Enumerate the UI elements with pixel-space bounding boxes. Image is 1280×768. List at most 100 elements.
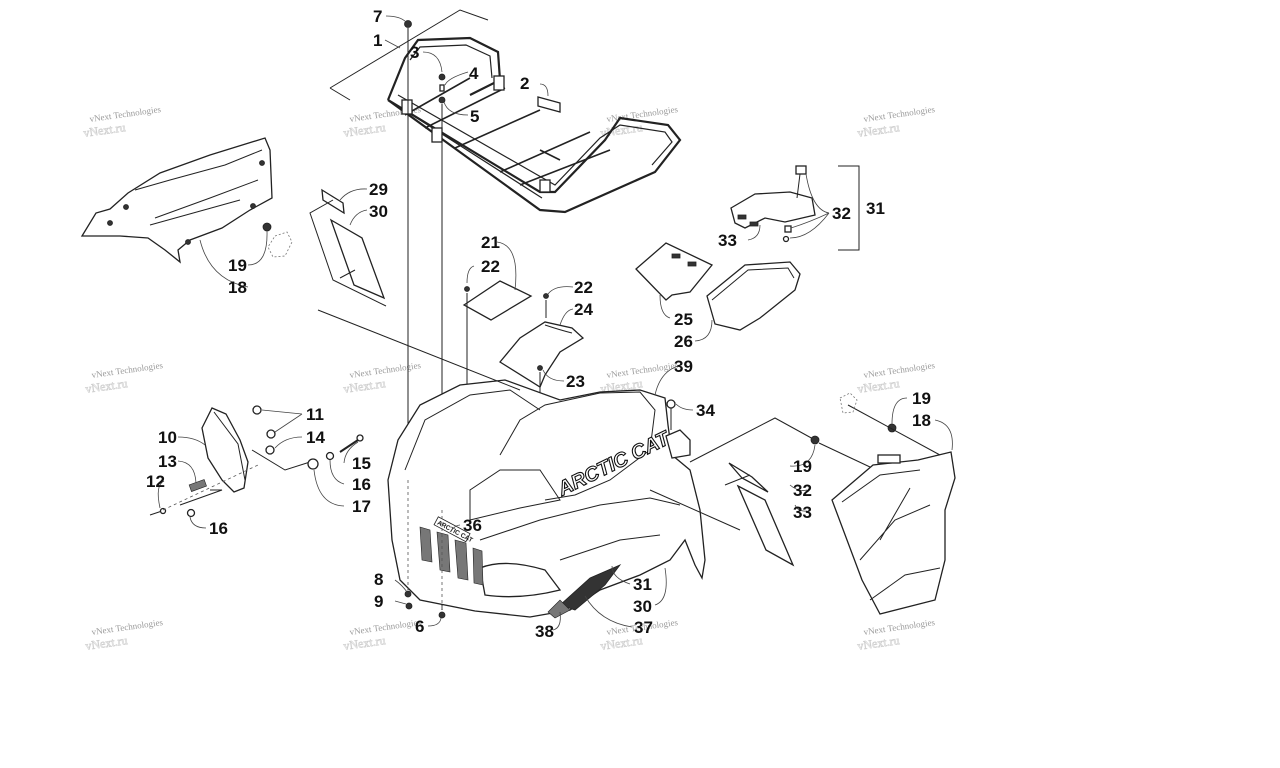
grommet-14[interactable]	[265, 445, 275, 455]
callout-18[interactable]: 18	[228, 278, 247, 297]
watermark-text: vNext Technologies	[349, 617, 422, 637]
callout-8[interactable]: 8	[374, 570, 383, 589]
callout-19[interactable]: 19	[912, 389, 931, 408]
bulb-11[interactable]	[252, 405, 276, 439]
key-27	[795, 165, 807, 175]
grommet-19-left[interactable]	[262, 222, 293, 258]
headlight-left	[479, 562, 562, 598]
storage-lid-assembly-26[interactable]	[730, 165, 816, 243]
callout-6[interactable]: 6	[415, 617, 424, 636]
callout-30[interactable]: 30	[633, 597, 652, 616]
washer-16-right[interactable]	[325, 451, 335, 461]
bolt-15[interactable]	[339, 434, 364, 453]
callout-38[interactable]: 38	[535, 622, 554, 641]
decal-set-32-33[interactable]	[649, 417, 816, 567]
callout-17[interactable]: 17	[352, 497, 371, 516]
latch	[737, 214, 747, 220]
callout-22[interactable]: 23	[566, 372, 585, 391]
callout-15[interactable]: 15	[352, 454, 371, 473]
leader-lines	[157, 15, 953, 631]
plug-29[interactable]	[666, 399, 676, 409]
lamp-10-lens-edge	[213, 411, 246, 481]
callout-20[interactable]: 21	[481, 233, 500, 252]
callout-28[interactable]: 33	[718, 231, 737, 250]
decal-set-34-35[interactable]	[309, 188, 387, 307]
callout-26[interactable]: 31	[866, 199, 885, 218]
watermark-text: vNext.ru	[342, 120, 386, 140]
storage-lid-24[interactable]	[635, 242, 714, 301]
right-side-panel-body	[831, 451, 956, 615]
bolt-head	[356, 434, 364, 442]
screw	[464, 286, 470, 292]
right-side-panel[interactable]	[831, 451, 956, 615]
callout-22[interactable]: 22	[574, 278, 593, 297]
callout-21[interactable]: 22	[481, 257, 500, 276]
callout-1[interactable]: 1	[373, 31, 382, 50]
callout-29[interactable]: 34	[696, 401, 715, 420]
panel-tab	[877, 454, 901, 464]
callout-23[interactable]: 24	[574, 300, 593, 319]
watermark: vNext Technologies vNext.ru	[84, 360, 164, 396]
cover-panel-20[interactable]	[462, 280, 533, 321]
front-body-panel[interactable]: ARCTIC CAT ARCTIC CAT	[387, 379, 706, 619]
watermark-text: vNext.ru	[856, 120, 900, 140]
callout-10[interactable]: 10	[158, 428, 177, 447]
callout-27[interactable]: 32	[832, 204, 851, 223]
callout-14[interactable]: 14	[306, 428, 325, 447]
callout-32[interactable]: 32	[793, 481, 812, 500]
callout-33[interactable]: 33	[793, 503, 812, 522]
callout-35[interactable]: 30	[369, 202, 388, 221]
watermark-text: vNext Technologies	[349, 360, 422, 380]
callout-19[interactable]: 19	[793, 457, 812, 476]
callout-5[interactable]: 5	[470, 107, 479, 126]
storage-box-25[interactable]	[706, 261, 801, 331]
decal-2[interactable]	[537, 96, 561, 113]
callout-39[interactable]: 39	[674, 357, 693, 376]
watermark-text: vNext Technologies	[89, 104, 162, 124]
left-side-panel[interactable]	[80, 137, 273, 264]
nut-6[interactable]	[438, 611, 446, 619]
grille-slot	[472, 547, 484, 586]
screw	[537, 365, 543, 371]
bracket-23[interactable]	[499, 321, 585, 388]
callout-18[interactable]: 18	[912, 411, 931, 430]
callout-16[interactable]: 16	[209, 519, 228, 538]
callout-4[interactable]: 4	[469, 64, 479, 83]
latch	[671, 253, 681, 259]
left-side-panel-contour	[134, 149, 263, 226]
watermark-text: vNext Technologies	[91, 360, 164, 380]
callout-19[interactable]: 19	[228, 256, 247, 275]
callout-labels: 7 1 3 4 2 5 29 30 19 18 21 22 22 24 23 2…	[146, 7, 931, 641]
spring-13[interactable]	[188, 479, 207, 492]
callout-25[interactable]: 26	[674, 332, 693, 351]
callout-24[interactable]: 25	[674, 310, 693, 329]
grommet-17[interactable]	[307, 458, 319, 470]
callout-34[interactable]: 29	[369, 180, 388, 199]
callout-12[interactable]: 12	[146, 472, 165, 491]
panel-clip	[250, 203, 256, 209]
rack-mount	[493, 75, 505, 91]
washer-16-left[interactable]	[186, 508, 196, 518]
callout-37[interactable]: 37	[634, 618, 653, 637]
spacer-4	[439, 84, 445, 92]
leader-line	[539, 83, 549, 97]
callout-2[interactable]: 2	[520, 74, 529, 93]
nut-8[interactable]	[404, 590, 412, 598]
callout-16[interactable]: 16	[352, 475, 371, 494]
front-rack[interactable]	[329, 9, 682, 214]
callout-9[interactable]: 9	[374, 592, 383, 611]
callout-3[interactable]: 3	[410, 43, 419, 62]
grommet-ghost	[839, 392, 858, 414]
decal-31	[559, 564, 622, 611]
callout-31[interactable]: 31	[633, 575, 652, 594]
nut-9[interactable]	[405, 602, 413, 610]
callout-7[interactable]: 7	[373, 7, 382, 26]
lamp-assembly-10[interactable]	[201, 407, 249, 493]
bulb	[252, 405, 262, 415]
fastener-axis	[818, 442, 871, 468]
callout-36[interactable]: 36	[463, 516, 482, 535]
callout-13[interactable]: 13	[158, 452, 177, 471]
callout-11[interactable]: 11	[306, 405, 324, 424]
console-contour	[499, 391, 656, 501]
grommet-19-right[interactable]	[810, 392, 941, 468]
